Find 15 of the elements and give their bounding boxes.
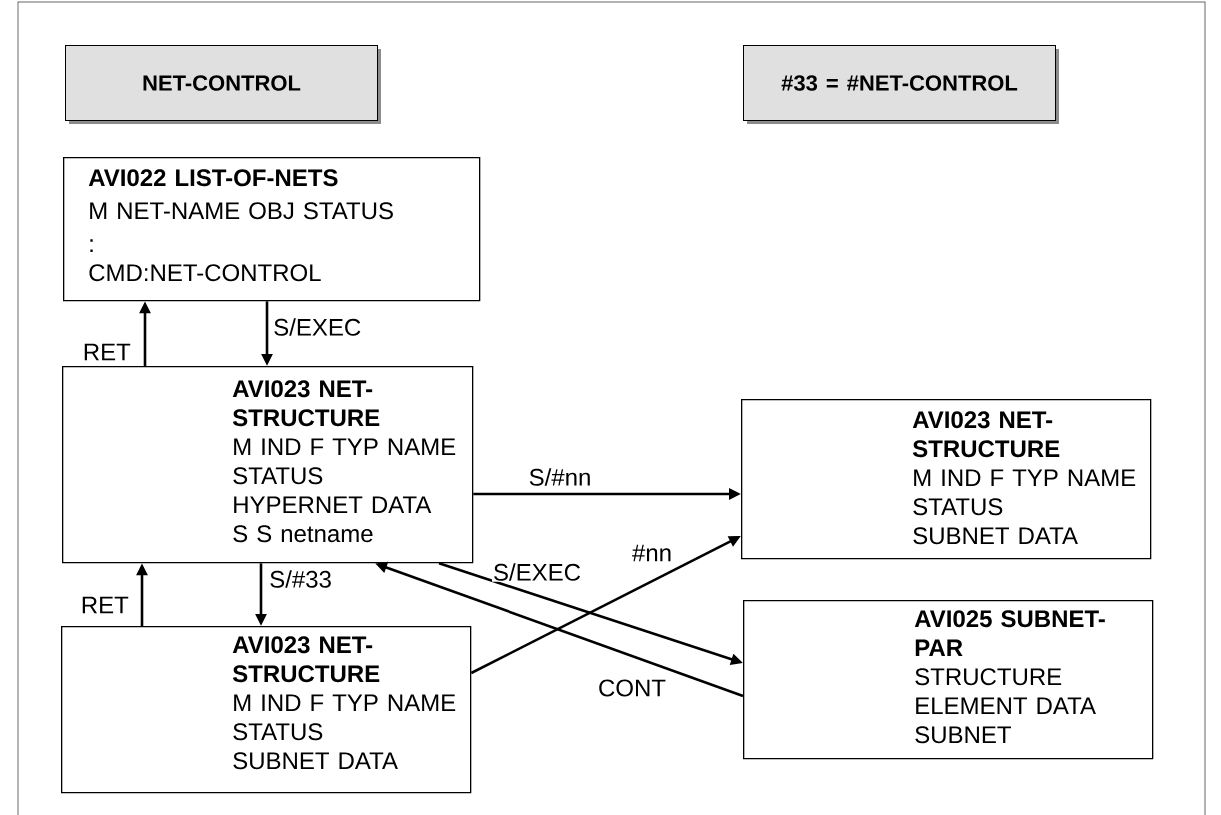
edge-label: CONT [597,678,667,698]
screen-box: AVI022 LIST-OF-NETS M NET-NAME OBJ STATUS : CMD:NET-CONTROL [63,157,481,302]
edge-label: S/#33 [268,569,333,589]
screen-box: AVI023 NET-STRUCTURE M IND F TYP NAME STATUS SUBNET DATA [61,626,472,794]
screen-box: AVI023 NET-STRUCTURE M IND F TYP NAME STATUS SUBNET DATA [741,399,1152,560]
screen-box: AVI023 NET-STRUCTURE M IND F TYP NAME STATUS HYPERNET DATA S S netname [62,366,474,564]
edge-label: S/#nn [527,467,593,487]
edge-label: S/EXEC [272,317,363,337]
edge-label: #nn [631,543,674,563]
edge-label: RET [79,595,130,615]
title-box: #33 = #NET-CONTROL [743,45,1059,124]
title-box: NET-CONTROL [65,45,381,124]
edge-label: S/EXEC [492,562,582,582]
screen-box: AVI025 SUBNET-PAR STRUCTURE ELEMENT DATA SUBNET [743,600,1154,760]
edge-label: RET [81,342,132,362]
